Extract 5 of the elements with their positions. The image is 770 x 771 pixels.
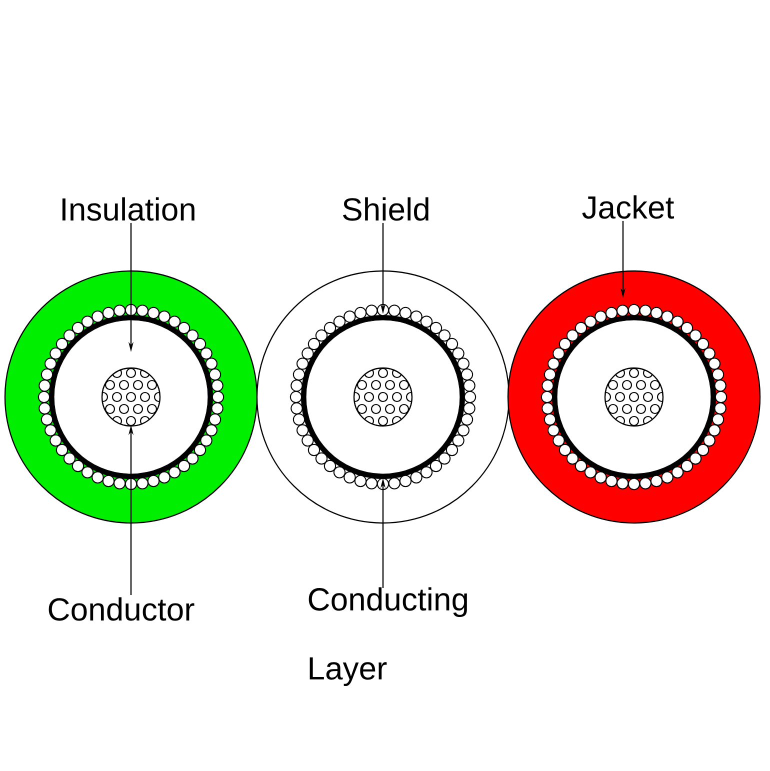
label: Insulation (62, 197, 194, 221)
label: Shield (342, 197, 428, 221)
label: Jacket (582, 195, 674, 219)
label: Conducting Layer (308, 587, 467, 686)
label: Conductor (48, 597, 194, 621)
